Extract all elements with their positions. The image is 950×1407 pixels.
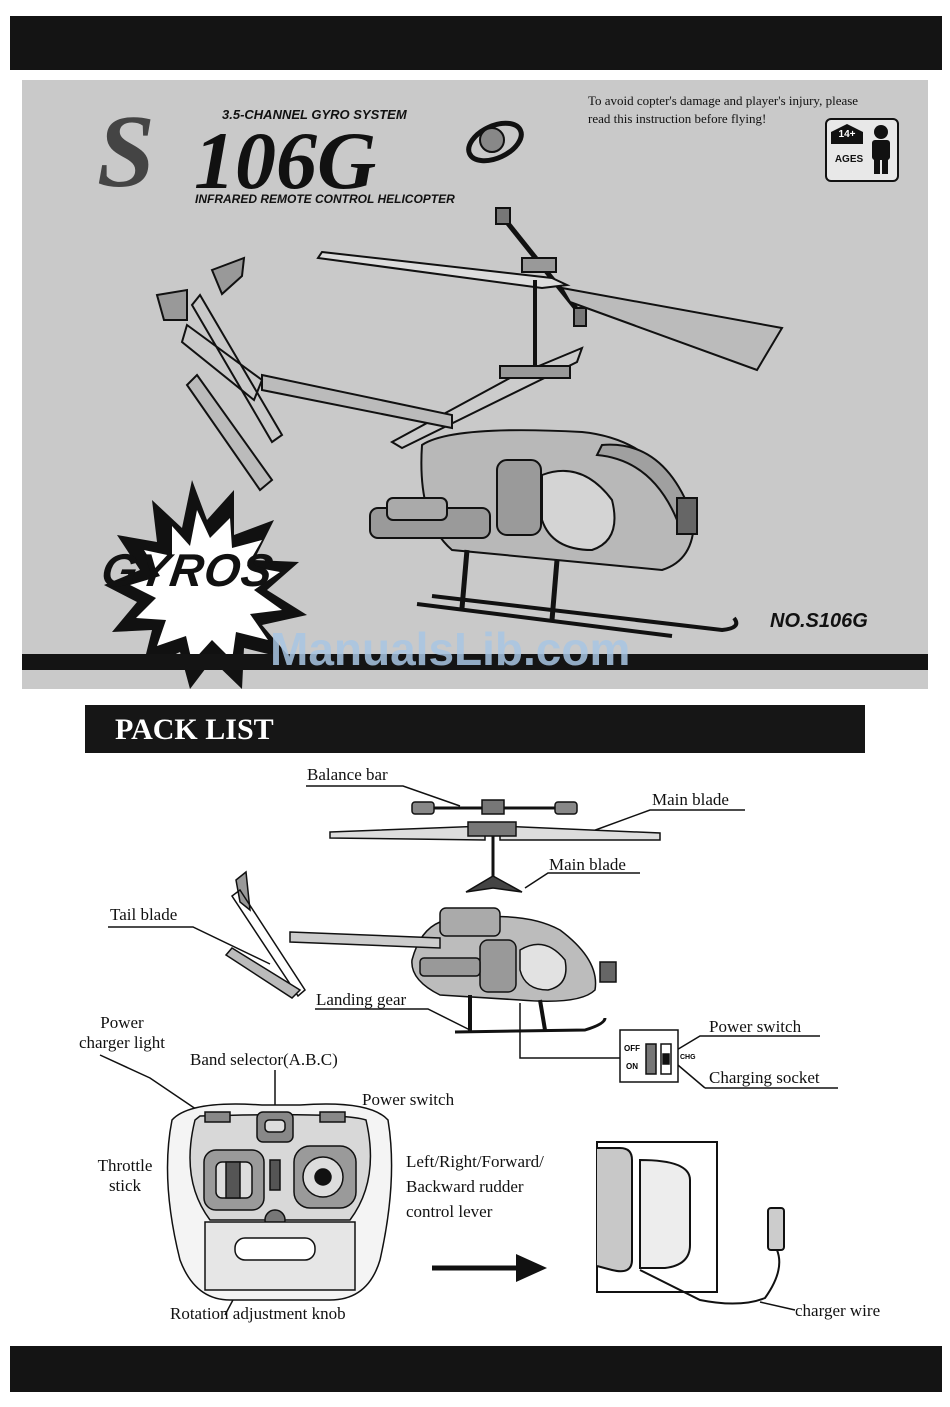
- model-number: NO.S106G: [770, 610, 868, 632]
- system-label: 3.5-CHANNEL GYRO SYSTEM: [222, 107, 407, 122]
- label-main-blade-top: Main blade: [652, 790, 729, 809]
- warning-line-2: read this instruction before flying!: [588, 111, 767, 126]
- label-power-switch-heli: Power switch: [709, 1017, 802, 1036]
- label-throttle-2: stick: [108, 1176, 142, 1195]
- label-balance-bar: Balance bar: [307, 765, 388, 784]
- brand-number: 106G: [194, 115, 377, 206]
- label-charging-socket: Charging socket: [709, 1068, 820, 1087]
- warning-text: To avoid copter's damage and player's in…: [588, 92, 908, 128]
- label-power-charger-light-2: charger light: [78, 1033, 166, 1052]
- cover-helicopter-illustration: [155, 207, 784, 638]
- label-rudder-lever: Left/Right/Forward/ Backward rudder cont…: [406, 1149, 544, 1224]
- warning-line-1: To avoid copter's damage and player's in…: [588, 93, 859, 108]
- age-badge: 14+ AGES: [825, 118, 899, 182]
- watermark: ManualsLib.com: [270, 623, 631, 675]
- section-title: PACK LIST: [115, 713, 274, 746]
- label-rudder-3: control lever: [406, 1202, 493, 1221]
- label-switch-chg: CHG: [680, 1054, 696, 1061]
- arrow-right-icon: [516, 1254, 547, 1282]
- brand-letter: S: [97, 94, 155, 209]
- label-rudder-2: Backward rudder: [406, 1177, 524, 1196]
- label-charger-wire: charger wire: [795, 1301, 881, 1320]
- label-landing-gear: Landing gear: [316, 990, 407, 1009]
- cover-panel: 3.5-CHANNEL GYRO SYSTEM S 106G INFRARED …: [22, 80, 928, 689]
- label-power-switch-remote: Power switch: [362, 1090, 455, 1109]
- label-tail-blade: Tail blade: [110, 905, 178, 924]
- gyro-logo-icon: [466, 120, 524, 164]
- label-main-blade-lower: Main blade: [549, 855, 626, 874]
- label-band-selector: Band selector(A.B.C): [190, 1050, 338, 1069]
- bottom-black-bar: [10, 1346, 942, 1392]
- label-rudder-1: Left/Right/Forward/: [406, 1152, 544, 1171]
- age-number: 14+: [831, 124, 863, 144]
- gyros-starburst-icon: [104, 480, 307, 689]
- label-throttle-1: Throttle: [97, 1156, 153, 1175]
- label-throttle-stick: Throttle stick: [80, 1156, 170, 1196]
- age-label: AGES: [834, 154, 864, 165]
- label-power-charger-light-1: Power: [100, 1013, 144, 1032]
- pack-list-header: PACK LIST: [85, 705, 865, 753]
- label-switch-on: ON: [626, 1062, 638, 1071]
- label-power-charger-light: Power charger light: [62, 1013, 182, 1053]
- label-switch-off: OFF: [624, 1044, 640, 1053]
- person-icon: [872, 125, 890, 174]
- top-black-bar: [10, 16, 942, 70]
- charger-closeup: [596, 1141, 785, 1305]
- cover-stripe: [22, 654, 928, 670]
- subtitle: INFRARED REMOTE CONTROL HELICOPTER: [195, 192, 455, 206]
- label-rotation-knob: Rotation adjustment knob: [170, 1304, 346, 1323]
